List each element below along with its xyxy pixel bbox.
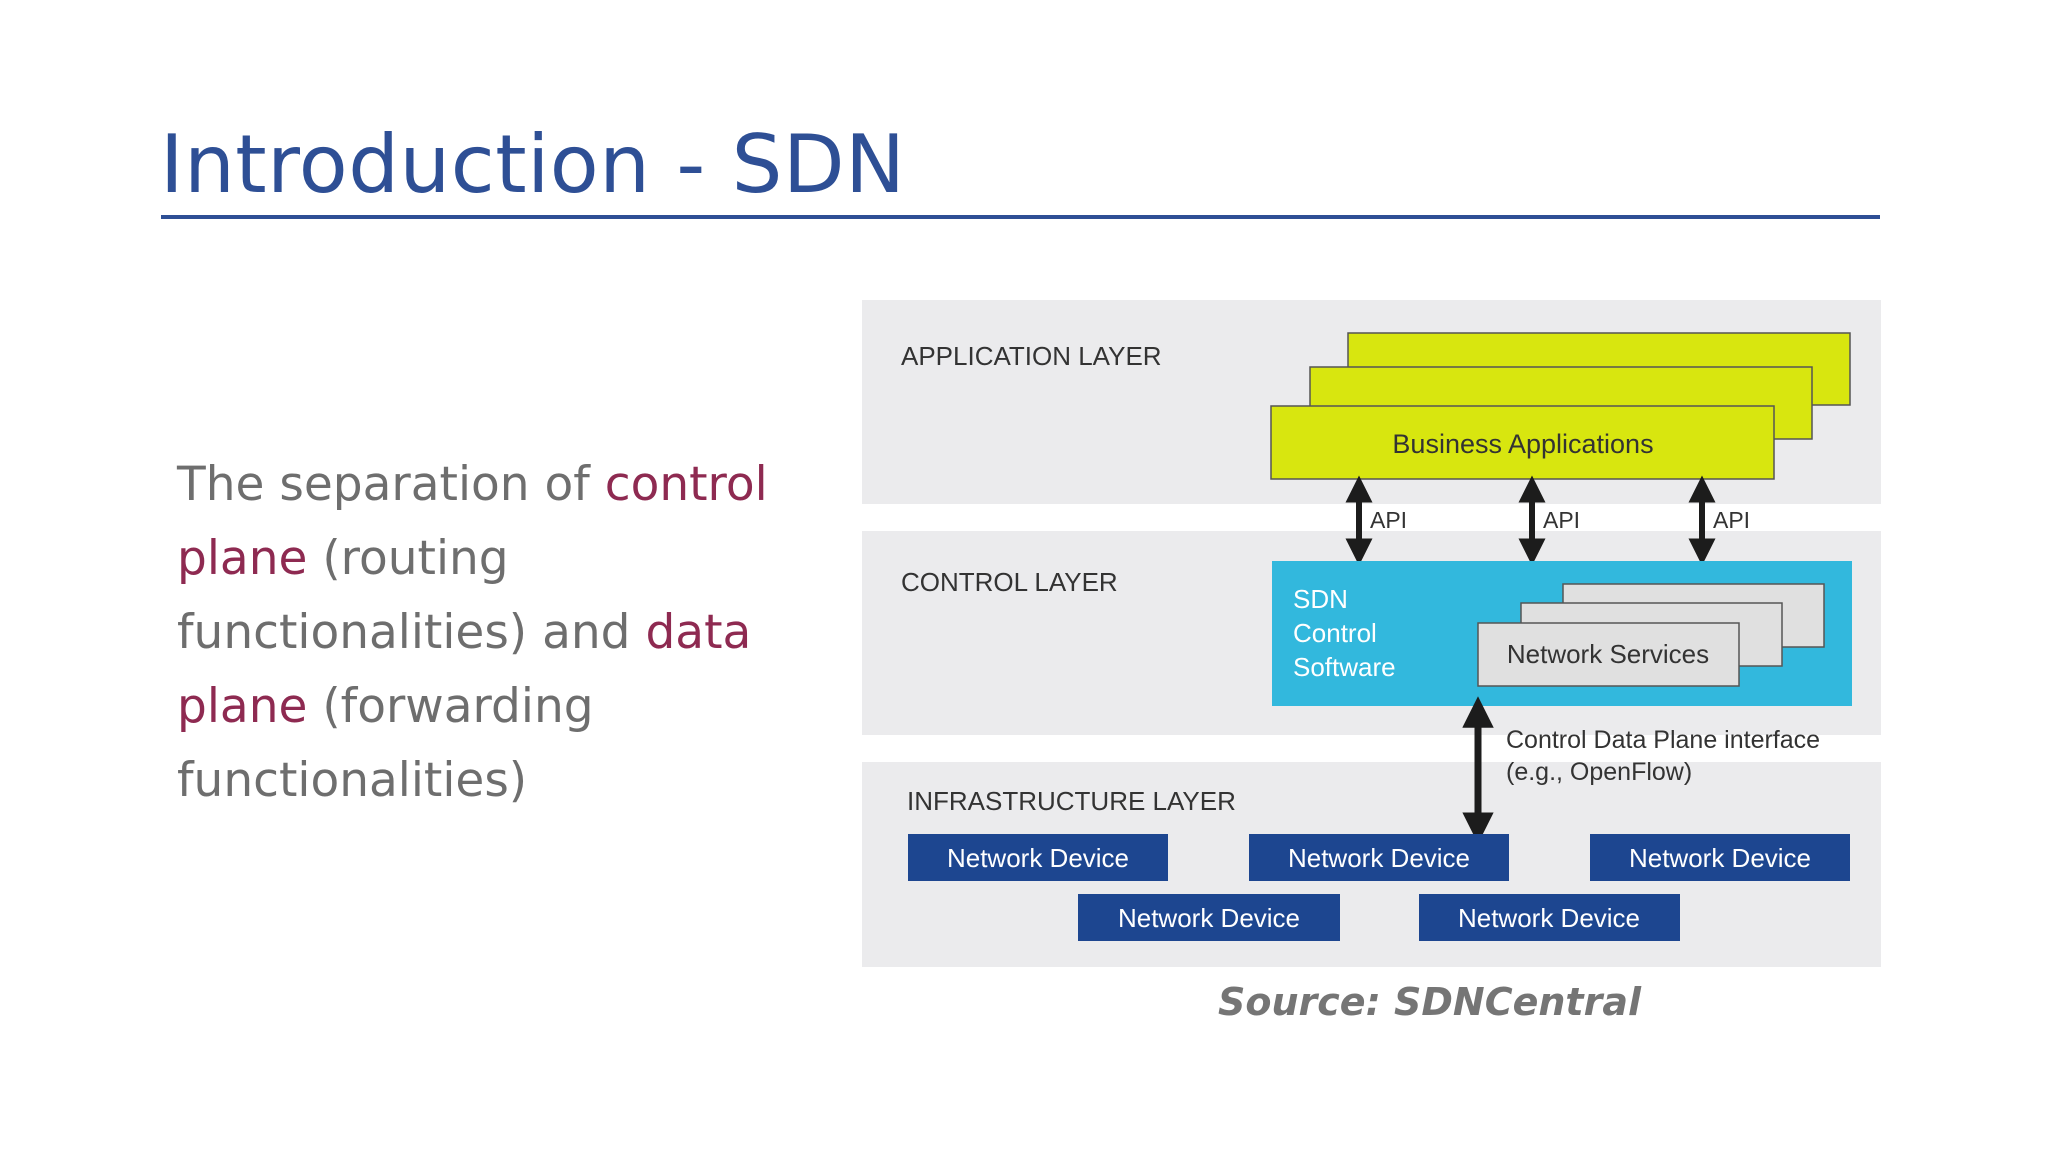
network-device-1-label: Network Device [947, 843, 1129, 873]
body-text-part-2: (routing functionalities) and [177, 531, 646, 660]
network-device-3 [1590, 834, 1850, 881]
api-label-3: API [1713, 507, 1750, 533]
api-label-1: API [1370, 507, 1407, 533]
source-caption: Source: SDNCentral [1218, 980, 1641, 1024]
network-services-label: Network Services [1507, 639, 1709, 669]
control-data-plane-label: Control Data Plane interface (e.g., Open… [1506, 726, 1827, 786]
control-plane-term: control plane [177, 457, 768, 586]
business-applications-label: Business Applications [1392, 429, 1653, 459]
title-divider [161, 215, 1880, 219]
network-device-2-label: Network Device [1288, 843, 1470, 873]
body-text-part-1: The separation of [177, 457, 605, 512]
network-device-5 [1419, 894, 1680, 941]
interface-line-2: (e.g., OpenFlow) [1506, 758, 1692, 786]
network-device-2 [1249, 834, 1509, 881]
infrastructure-layer-label: INFRASTRUCTURE LAYER [907, 786, 1236, 816]
data-plane-term: data plane [177, 605, 752, 734]
sdn-line-3: Software [1293, 652, 1396, 682]
body-text: The separation of control plane (routing… [177, 448, 777, 818]
network-device-4 [1078, 894, 1340, 941]
network-services-card-front [1477, 622, 1740, 687]
interface-line-1: Control Data Plane interface [1506, 726, 1820, 754]
application-layer-label: APPLICATION LAYER [901, 341, 1162, 371]
control-layer-label: CONTROL LAYER [901, 567, 1118, 597]
slide-title: Introduction - SDN [160, 118, 906, 211]
network-device-5-label: Network Device [1458, 903, 1640, 933]
api-label-2: API [1543, 507, 1580, 533]
business-app-card-front [1270, 405, 1775, 480]
network-device-3-label: Network Device [1629, 843, 1811, 873]
body-text-part-3: (forwarding functionalities) [177, 679, 594, 808]
network-device-1 [908, 834, 1168, 881]
network-device-4-label: Network Device [1118, 903, 1300, 933]
sdn-line-2: Control [1293, 618, 1377, 648]
sdn-control-software-label: SDN Control Software [1293, 584, 1396, 682]
sdn-line-1: SDN [1293, 584, 1348, 614]
